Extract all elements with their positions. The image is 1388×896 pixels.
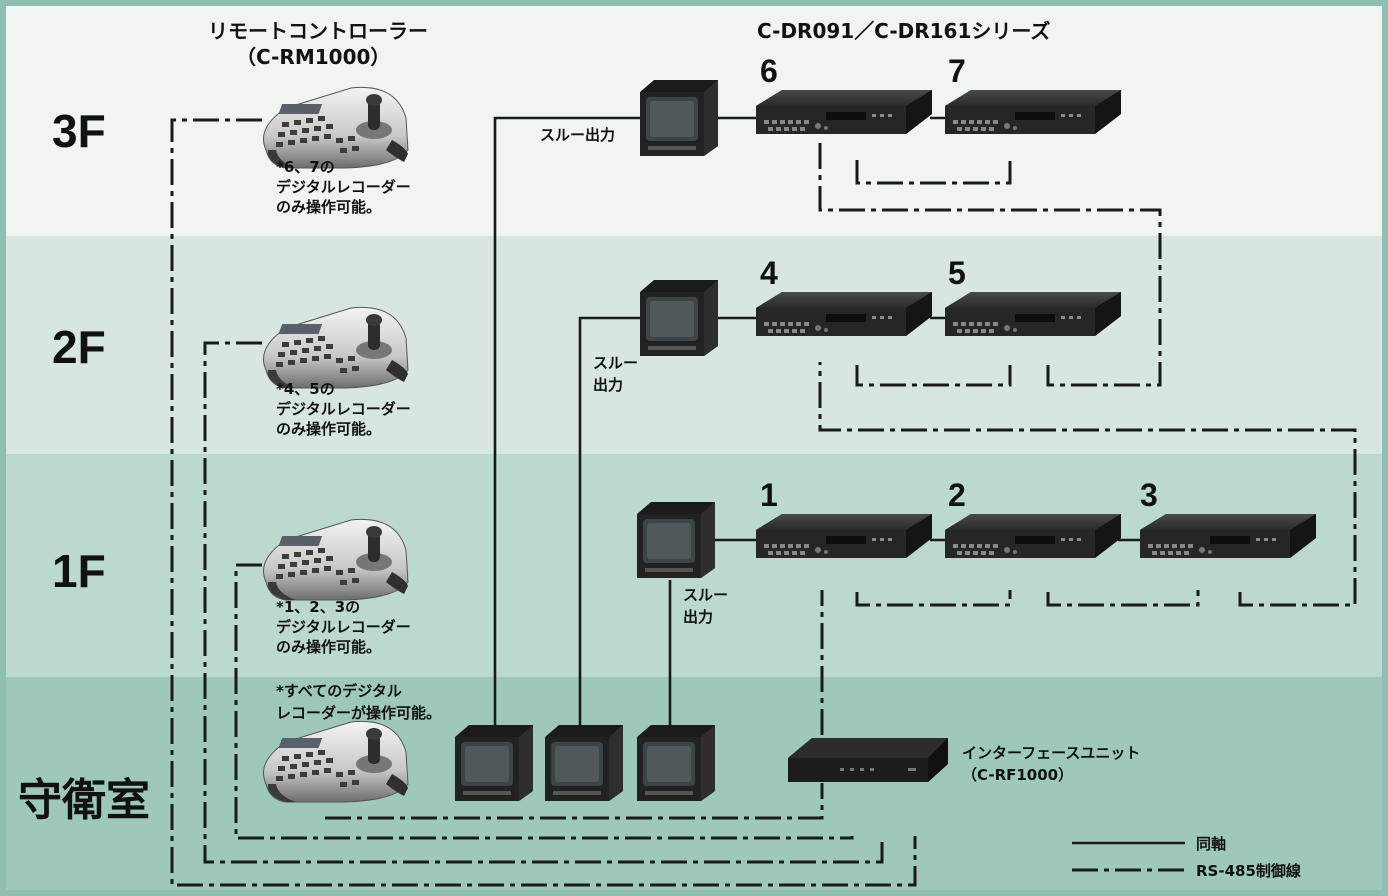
- thru-out-3f: スルー出力: [540, 126, 615, 144]
- monitor-1f-image: [637, 502, 715, 578]
- floor-label-2f: 2F: [52, 321, 106, 373]
- note-guard-line1: *すべてのデジタル: [276, 682, 402, 700]
- recorder-number-2: 2: [948, 477, 966, 513]
- recorder-3-image: [1140, 514, 1316, 558]
- recorder-number-7: 7: [948, 53, 966, 89]
- legend-rs485-label: RS-485制御線: [1196, 862, 1301, 880]
- controller-model: （C-RM1000）: [236, 45, 390, 69]
- monitor-guard-2-image: [545, 725, 623, 801]
- interface-unit-title: インターフェースユニット: [962, 744, 1140, 762]
- monitor-guard-1-image: [455, 725, 533, 801]
- rs485-lines: [170, 118, 1357, 887]
- recorder-number-6: 6: [760, 53, 778, 89]
- recorder-number-3: 3: [1140, 477, 1158, 513]
- floor-label-3f: 3F: [52, 105, 106, 157]
- recorder-4-image: [756, 292, 932, 336]
- legend: 同軸 RS-485制御線: [1072, 835, 1301, 880]
- thru-out-1f-line1: スルー: [683, 586, 728, 604]
- interface-unit-image: [788, 738, 948, 782]
- controller-title: リモートコントローラー: [208, 19, 428, 43]
- monitor-2f-image: [640, 280, 718, 356]
- note-guard-line2: レコーダーが操作可能。: [276, 704, 441, 722]
- floor-label-1f: 1F: [52, 545, 106, 597]
- monitor-3f-image: [640, 80, 718, 156]
- recorder-number-4: 4: [760, 255, 778, 291]
- note-1f-line1: *1、2、3の: [276, 598, 360, 616]
- note-1f-line3: のみ操作可能。: [276, 638, 381, 656]
- legend-coax-label: 同軸: [1196, 835, 1226, 853]
- recorder-7-image: [945, 90, 1121, 134]
- note-2f-line3: のみ操作可能。: [276, 420, 381, 438]
- note-2f-line2: デジタルレコーダー: [276, 400, 411, 418]
- recorder-1-image: [756, 514, 932, 558]
- thru-out-2f-line1: スルー: [593, 354, 638, 372]
- note-2f-line1: *4、5の: [276, 380, 335, 398]
- floor-label-guard-room: 守衛室: [18, 775, 150, 826]
- recorder-number-5: 5: [948, 255, 966, 291]
- thru-out-1f-line2: 出力: [683, 608, 713, 626]
- recorder-6-image: [756, 90, 932, 134]
- note-3f-line1: *6、7の: [276, 158, 335, 176]
- monitor-guard-3-image: [637, 725, 715, 801]
- coax-lines: [493, 116, 1144, 735]
- recorder-series-title: C-DR091／C-DR161シリーズ: [757, 19, 1050, 43]
- recorder-2-image: [945, 514, 1121, 558]
- note-3f-line2: デジタルレコーダー: [276, 178, 411, 196]
- note-1f-line2: デジタルレコーダー: [276, 618, 411, 636]
- recorder-5-image: [945, 292, 1121, 336]
- thru-out-2f-line2: 出力: [593, 376, 623, 394]
- interface-unit-model: （C-RF1000）: [962, 766, 1073, 784]
- note-3f-line3: のみ操作可能。: [276, 198, 381, 216]
- recorder-number-1: 1: [760, 477, 778, 513]
